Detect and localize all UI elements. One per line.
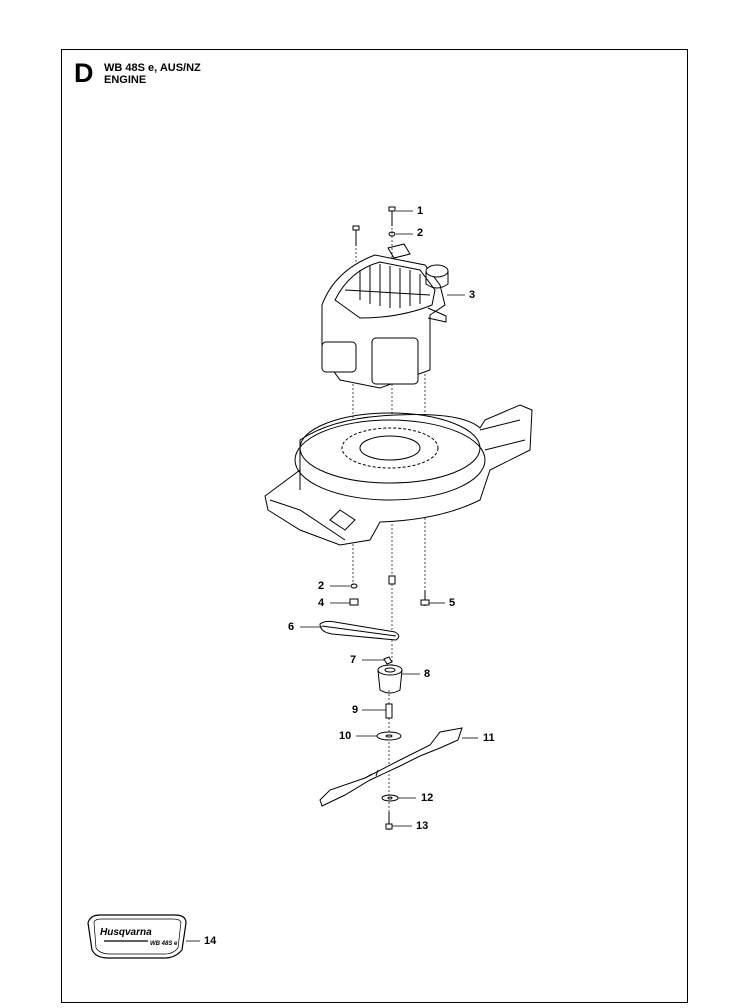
- engine: [321, 243, 449, 389]
- assembly-title: ENGINE: [104, 74, 147, 86]
- callout-2-bottom: 2: [318, 580, 325, 592]
- engine-mount-bolt-left: [352, 225, 360, 246]
- part-12-washer: [381, 794, 399, 802]
- model-title: WB 48S e, AUS/NZ: [104, 62, 201, 74]
- callout-13: 13: [416, 820, 429, 832]
- callout-14: 14: [204, 935, 217, 947]
- part-2-washer-bottom: [350, 583, 358, 589]
- callout-12: 12: [421, 792, 434, 804]
- part-4-nut: [349, 598, 359, 606]
- part-13-bolt: [385, 812, 393, 830]
- callout-4: 4: [318, 597, 325, 609]
- callout-6: 6: [288, 621, 295, 633]
- callout-8: 8: [424, 668, 431, 680]
- part-1-bolt: [388, 206, 396, 226]
- crankshaft-spacer: [388, 575, 396, 585]
- part-8-blade-adapter: [377, 664, 403, 694]
- decal-brand-text: Husqvarna: [100, 927, 152, 938]
- section-letter: D: [74, 58, 94, 88]
- part-7-key: [383, 656, 393, 665]
- part-11-blade: [319, 727, 463, 807]
- callout-11: 11: [483, 732, 495, 744]
- callout-3: 3: [469, 289, 476, 301]
- part-10-washer: [376, 731, 402, 741]
- decal-model-text: WB 48S e: [150, 941, 178, 947]
- part-2-washer-top: [388, 231, 396, 237]
- diagram-frame: [61, 49, 688, 1003]
- part-14-decal: [87, 914, 187, 959]
- callout-1: 1: [417, 205, 424, 217]
- mower-deck: [264, 404, 533, 546]
- leader-lines: [186, 210, 478, 942]
- callout-5: 5: [449, 597, 456, 609]
- callout-7: 7: [350, 654, 357, 666]
- callout-2-top: 2: [417, 227, 424, 239]
- part-6-belt: [319, 620, 400, 641]
- callout-10: 10: [339, 730, 352, 742]
- part-5-bolt: [420, 590, 430, 606]
- part-9-sleeve: [385, 703, 393, 719]
- callout-9: 9: [352, 704, 359, 716]
